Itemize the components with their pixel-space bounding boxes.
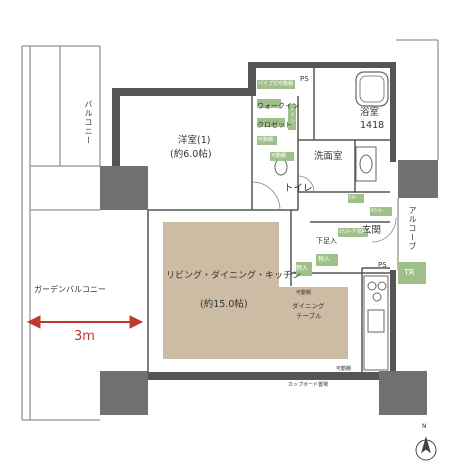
washbasin — [355, 146, 377, 182]
dining-table-label-1: ダイニング — [292, 302, 325, 310]
movable-shelf-1: 可動棚 — [258, 137, 274, 143]
tr-label: TR — [404, 268, 415, 277]
shoe-storage-label: 下足入 — [316, 237, 337, 245]
pipe-shelf-tag: パイプ付可動棚 — [258, 81, 294, 87]
pillars — [100, 160, 438, 415]
ps-kitchen-label: PS — [378, 261, 387, 269]
storage-tags — [257, 80, 426, 284]
movable-shelf-4: 可動棚 — [336, 366, 352, 372]
dining-table-label-2: テーブル — [296, 312, 322, 320]
north-label: N — [422, 423, 427, 430]
doors — [251, 175, 397, 243]
garden-balcony-label: ガーデンバルコニー — [34, 285, 106, 294]
western-room-name: 洋室(1) — [178, 135, 211, 146]
movable-shelf-2: 可動棚 — [271, 153, 287, 159]
balcony-rails — [21, 39, 439, 421]
dimension-arrow — [26, 315, 144, 329]
movable-shelf-3: 可動棚 — [296, 290, 312, 296]
storage-b-label: 物入 — [318, 256, 331, 263]
ldk-name: リビング・ダイニング・キッチン — [166, 271, 302, 281]
ldk-size: (約15.0帖) — [200, 299, 248, 310]
counter-storage-tag: ｶｳﾝﾀｰ下収納 — [339, 229, 367, 235]
bathtub — [355, 71, 389, 107]
walkin-label-1: ウォークイン — [257, 102, 299, 110]
kitchen — [363, 275, 389, 371]
ps-top-label: PS — [300, 75, 309, 83]
ldk-floor — [163, 222, 279, 359]
linen-tag: ﾘﾈﾝ — [349, 195, 357, 201]
dining-table — [279, 287, 348, 359]
western-room-size: (約6.0帖) — [170, 149, 212, 160]
outer-walls — [112, 62, 396, 380]
counter-tag: ｶｳﾝﾀｰ — [371, 208, 384, 214]
walkin-label-2: クロゼット — [257, 121, 292, 129]
storage-a-label: 物入 — [296, 265, 309, 272]
walkin-vertical-label: ノイン — [289, 106, 295, 124]
bath-size: 1418 — [360, 120, 385, 131]
dimension-label: 3m — [74, 329, 95, 344]
cupboard-label: カップボード置場 — [288, 382, 329, 388]
balcony-label: バルコニー — [84, 100, 93, 145]
bath-name: 浴室 — [360, 107, 380, 118]
alcove-label: アルコーブ — [408, 206, 417, 251]
north-arrow — [415, 436, 437, 461]
toilet-label: トイレ — [284, 183, 313, 194]
entrance-label: 玄関 — [362, 225, 382, 236]
washroom-label: 洗面室 — [314, 151, 343, 162]
